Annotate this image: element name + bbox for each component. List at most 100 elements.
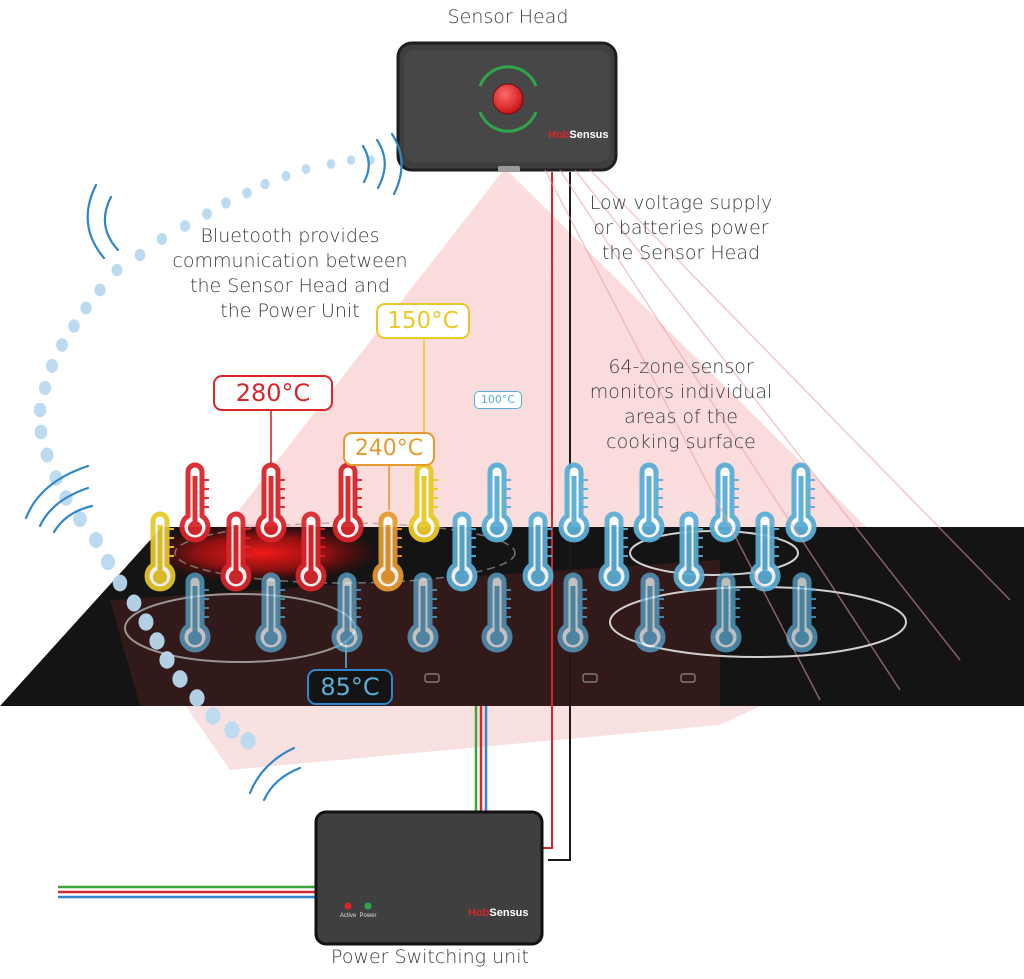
sensor-ray bbox=[574, 169, 961, 661]
logo-hob: Hob bbox=[468, 907, 490, 919]
bluetooth-dot bbox=[112, 574, 128, 592]
bluetooth-dot bbox=[111, 263, 123, 277]
sensor-head-title: Sensor Head bbox=[447, 6, 569, 28]
bluetooth-wave bbox=[262, 766, 302, 802]
bluetooth-wave bbox=[390, 132, 403, 196]
bluetooth-dot bbox=[68, 319, 80, 333]
bluetooth-dot bbox=[159, 651, 175, 669]
power-indicator-label: Power bbox=[359, 913, 377, 919]
thermometer-icon bbox=[179, 572, 211, 653]
bluetooth-dot bbox=[205, 707, 221, 725]
bluetooth-dot bbox=[260, 178, 270, 190]
bluetooth-dot bbox=[172, 670, 188, 688]
bluetooth-dot bbox=[242, 187, 252, 199]
thermometer-icon bbox=[446, 511, 478, 592]
bluetooth-dot bbox=[126, 594, 142, 612]
bluetooth-dot bbox=[80, 301, 92, 315]
sensor-head-device bbox=[396, 41, 618, 172]
thermometer-icon bbox=[786, 572, 818, 653]
temp-tag-150: 150°C bbox=[376, 303, 470, 339]
sensor-ray bbox=[544, 169, 821, 701]
hob-control-2 bbox=[582, 673, 598, 683]
thermometer-icon bbox=[633, 462, 665, 543]
bluetooth-dot bbox=[326, 159, 336, 169]
bluetooth-dot bbox=[346, 155, 356, 165]
thermometer-icon bbox=[255, 572, 287, 653]
bluetooth-dot bbox=[94, 283, 106, 297]
thermometer-icon bbox=[634, 572, 666, 653]
bluetooth-dot bbox=[56, 338, 68, 352]
power-switching-unit bbox=[314, 810, 544, 946]
thermometer-icon bbox=[673, 511, 705, 592]
bluetooth-wave bbox=[24, 464, 90, 520]
logo-sensus: Sensus bbox=[569, 129, 609, 141]
sensor-ray bbox=[589, 169, 1011, 601]
sensor-head-logo: HobSensus bbox=[548, 129, 609, 141]
thermometer-icon bbox=[481, 572, 513, 653]
thermometer-grid bbox=[144, 169, 1011, 701]
bluetooth-wave bbox=[86, 183, 106, 260]
thermometer-icon bbox=[710, 572, 742, 653]
thermometer-icon bbox=[481, 462, 513, 543]
thermometer-icon bbox=[220, 511, 252, 592]
bluetooth-dots bbox=[33, 155, 375, 750]
bluetooth-dot bbox=[281, 170, 291, 182]
temp-tag-100: 100°C bbox=[474, 391, 522, 409]
logo-sensus: Sensus bbox=[489, 907, 529, 919]
thermometer-icon bbox=[557, 572, 589, 653]
bluetooth-dot bbox=[45, 359, 59, 373]
zones-caption: 64-zone sensor monitors individual areas… bbox=[589, 356, 773, 453]
bluetooth-dot bbox=[221, 197, 231, 209]
thermometer-icon bbox=[144, 511, 176, 592]
bluetooth-dot bbox=[301, 163, 311, 175]
thermometer-icon bbox=[179, 462, 211, 543]
bluetooth-wave bbox=[38, 486, 90, 528]
thermometer-icon bbox=[785, 462, 817, 543]
thermometer-icon bbox=[749, 511, 781, 592]
bluetooth-dot bbox=[34, 424, 48, 440]
thermometer-icon bbox=[372, 511, 404, 592]
thermometer-icon bbox=[522, 511, 554, 592]
bluetooth-waves bbox=[24, 132, 403, 802]
bluetooth-dot bbox=[73, 511, 87, 527]
bluetooth-wave bbox=[52, 504, 94, 534]
wire-supply-red bbox=[542, 172, 553, 849]
bluetooth-wave bbox=[375, 138, 386, 190]
thermometer-icon bbox=[255, 462, 287, 543]
bluetooth-dot bbox=[134, 248, 146, 262]
bluetooth-dot bbox=[156, 233, 168, 245]
bluetooth-dot bbox=[49, 470, 63, 486]
bluetooth-wave bbox=[361, 144, 370, 184]
bluetooth-dot bbox=[38, 380, 52, 396]
bluetooth-dot bbox=[40, 447, 54, 463]
bluetooth-wave bbox=[103, 195, 120, 252]
thermometer-icon bbox=[558, 462, 590, 543]
supply-caption: Low voltage supply or batteries power th… bbox=[589, 192, 773, 264]
wire-supply-black bbox=[548, 172, 571, 861]
bluetooth-dot bbox=[138, 613, 154, 631]
bluetooth-dot bbox=[149, 632, 165, 650]
thermometer-icon bbox=[598, 511, 630, 592]
temp-tag-240: 240°C bbox=[343, 432, 435, 466]
bluetooth-dot bbox=[202, 208, 212, 220]
bluetooth-dot bbox=[33, 402, 47, 418]
bluetooth-dot bbox=[179, 220, 191, 232]
hob-control-3 bbox=[680, 673, 696, 683]
bluetooth-dot bbox=[89, 531, 103, 549]
thermometer-icon bbox=[407, 572, 439, 653]
hob-control-1 bbox=[424, 673, 440, 683]
bluetooth-dot bbox=[240, 732, 256, 750]
bluetooth-caption: Bluetooth provides communication between… bbox=[172, 225, 408, 322]
active-indicator-label: Active bbox=[339, 913, 357, 919]
bluetooth-dot bbox=[189, 689, 205, 707]
power-unit-logo: HobSensus bbox=[468, 907, 529, 919]
temp-tag-85: 85°C bbox=[307, 669, 393, 705]
temp-tag-280: 280°C bbox=[213, 375, 333, 411]
power-unit-title: Power Switching unit bbox=[331, 946, 529, 968]
bluetooth-wave bbox=[248, 746, 296, 795]
logo-hob: Hob bbox=[548, 129, 570, 141]
sensor-ray bbox=[559, 169, 901, 691]
bluetooth-dot bbox=[100, 553, 116, 571]
bluetooth-dot bbox=[224, 721, 240, 739]
